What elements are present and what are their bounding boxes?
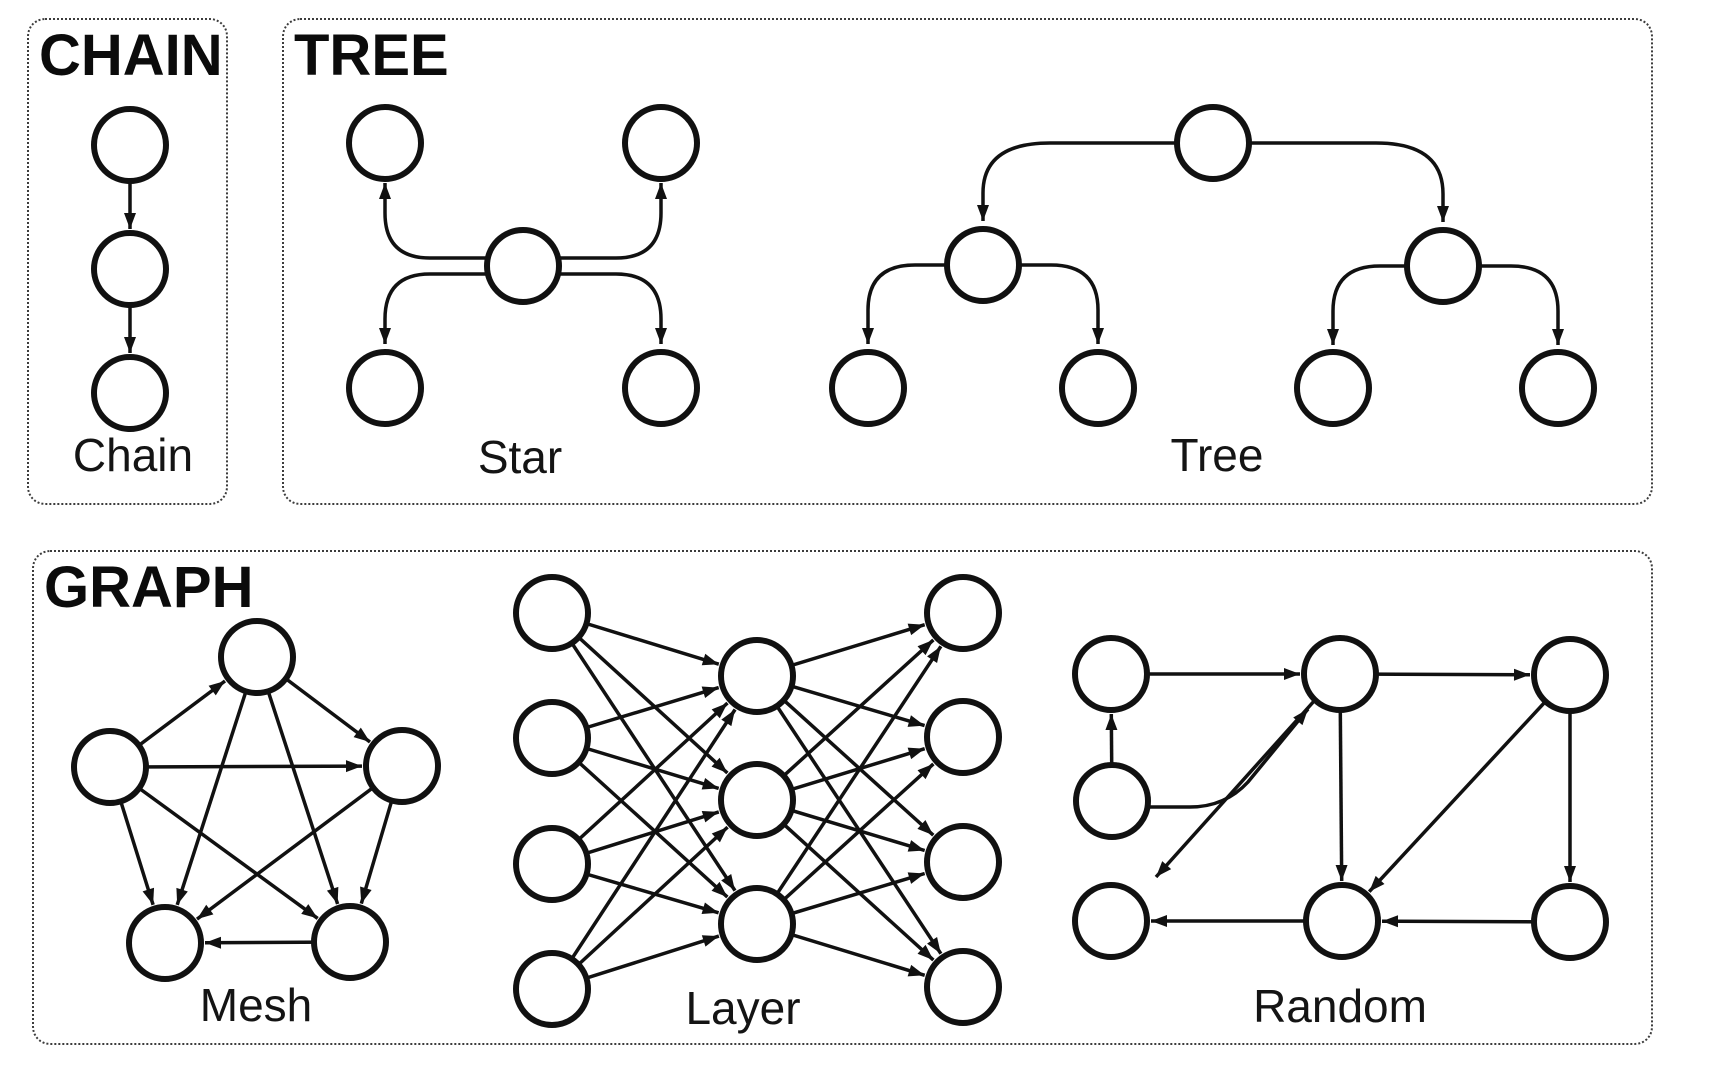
graph-edge [1150,707,1310,809]
tree-label: Tree [1170,429,1264,481]
graph-node [513,825,591,903]
graph-node [924,574,1002,652]
graph-node [718,885,796,963]
graph-edge [195,764,404,921]
graph-node [1303,882,1381,960]
graph-node [513,574,591,652]
graph-node [91,354,169,432]
graph-node [311,903,389,981]
graph-node [218,618,296,696]
graph-node [91,106,169,184]
graph-edge [559,183,667,260]
graph-edge [559,272,667,344]
graph-edge [550,611,729,775]
graph-edge [550,825,729,991]
tree-figure [829,104,1597,427]
graph-edge [550,736,729,899]
graph-node [622,349,700,427]
graph-edge [175,656,259,906]
panel-chain-title: CHAIN [39,23,223,88]
graph-node [718,637,796,715]
graph-edge [1367,673,1572,893]
graph-edge [755,674,935,837]
graph-edge [862,263,947,344]
graph-node [944,226,1022,304]
graph-node [1301,635,1379,713]
graph-edge [755,798,935,962]
graph-node [1531,883,1609,961]
graph-node [71,728,149,806]
graph-node [1174,104,1252,182]
graph-edge [109,760,363,773]
graph-node [126,904,204,982]
graph-node [91,230,169,308]
graph-node [513,699,591,777]
graph-node [1072,635,1150,713]
graph-edge [755,675,943,955]
chain-figure [91,106,169,432]
mesh-label: Mesh [199,979,313,1031]
graph-node [924,823,1002,901]
graph-node [363,727,441,805]
mesh-figure [71,618,441,982]
graph-node [1059,349,1137,427]
graph-edge [1327,264,1407,345]
graph-edge [1479,264,1564,345]
graph-node [1531,636,1609,714]
star-label: Star [477,431,563,483]
graph-node [346,349,424,427]
graph-node [1073,762,1151,840]
graph-node [1072,882,1150,960]
graph-edge [255,656,340,905]
random-figure [1072,635,1609,961]
layer-figure [513,574,1002,1028]
graph-edge [755,762,935,926]
graph-node [829,349,907,427]
graph-node [1294,349,1372,427]
graph-edge [1249,141,1449,222]
random-label: Random [1253,980,1427,1032]
graph-edge [379,272,487,344]
graph-edge [755,638,935,802]
graph-node [718,761,796,839]
graph-edge [1154,698,1317,879]
panel-graph-title: GRAPH [44,555,254,620]
layer-label: Layer [685,982,801,1034]
graph-edge [550,701,729,866]
graph-node [924,698,1002,776]
graph-edge [755,645,943,925]
graph-node [924,948,1002,1026]
graph-node [484,227,562,305]
panel-tree-title: TREE [294,23,449,88]
star-figure [346,104,700,427]
graph-node [346,104,424,182]
graph-node [513,950,591,1028]
graph-edge [379,183,487,260]
graph-edge [977,141,1177,221]
graph-node [1404,227,1482,305]
graph-edge [108,765,319,920]
graph-edge [550,708,737,990]
chain-label: Chain [72,429,194,481]
graph-node [1519,349,1597,427]
graph-node [622,104,700,182]
graph-edge [1019,263,1104,344]
graph-edge [550,612,737,892]
